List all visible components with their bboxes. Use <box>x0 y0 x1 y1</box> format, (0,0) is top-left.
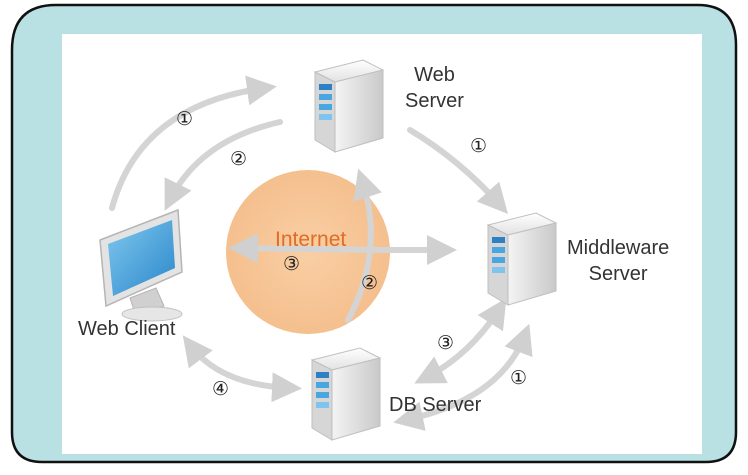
internet-label: Internet <box>275 228 347 251</box>
web-server-label: Web Server <box>405 62 464 114</box>
arrow-middleware-db-lower <box>393 323 533 431</box>
step-marker-webserver-to-middleware: ① <box>470 135 488 157</box>
db-server-icon <box>310 347 382 441</box>
arrow-client-webserver-outer <box>109 75 277 211</box>
step-marker-middleware-db-upper: ③ <box>437 332 455 354</box>
arrow-webserver-middleware <box>407 127 508 214</box>
step-marker-client-to-webserver: ① <box>176 108 194 130</box>
middleware-label-line1: Middleware <box>567 237 670 259</box>
web-server-label-line2: Server <box>405 90 464 112</box>
middleware-server-icon <box>486 212 558 306</box>
arrow-internet-left <box>228 233 383 264</box>
middleware-server-label: Middleware Server <box>567 235 669 287</box>
step-marker-middleware-db-lower: ① <box>510 367 528 389</box>
web-client-label: Web Client <box>78 318 176 340</box>
db-server-label: DB Server <box>389 394 482 416</box>
internet-circle <box>226 170 390 334</box>
web-server-label-line1: Web <box>414 64 455 86</box>
step-marker-db-to-client: ④ <box>212 378 230 400</box>
step-marker-internet-inner: ③ <box>283 253 301 275</box>
arrow-webserver-client-inner <box>164 119 283 211</box>
web-client-monitor-icon <box>99 208 183 322</box>
arrow-client-db <box>182 335 302 403</box>
step-marker-webserver-to-client: ② <box>230 148 248 170</box>
middleware-label-line2: Server <box>588 263 648 285</box>
web-server-icon <box>313 59 385 153</box>
step-marker-internet-vertical: ② <box>361 272 379 294</box>
